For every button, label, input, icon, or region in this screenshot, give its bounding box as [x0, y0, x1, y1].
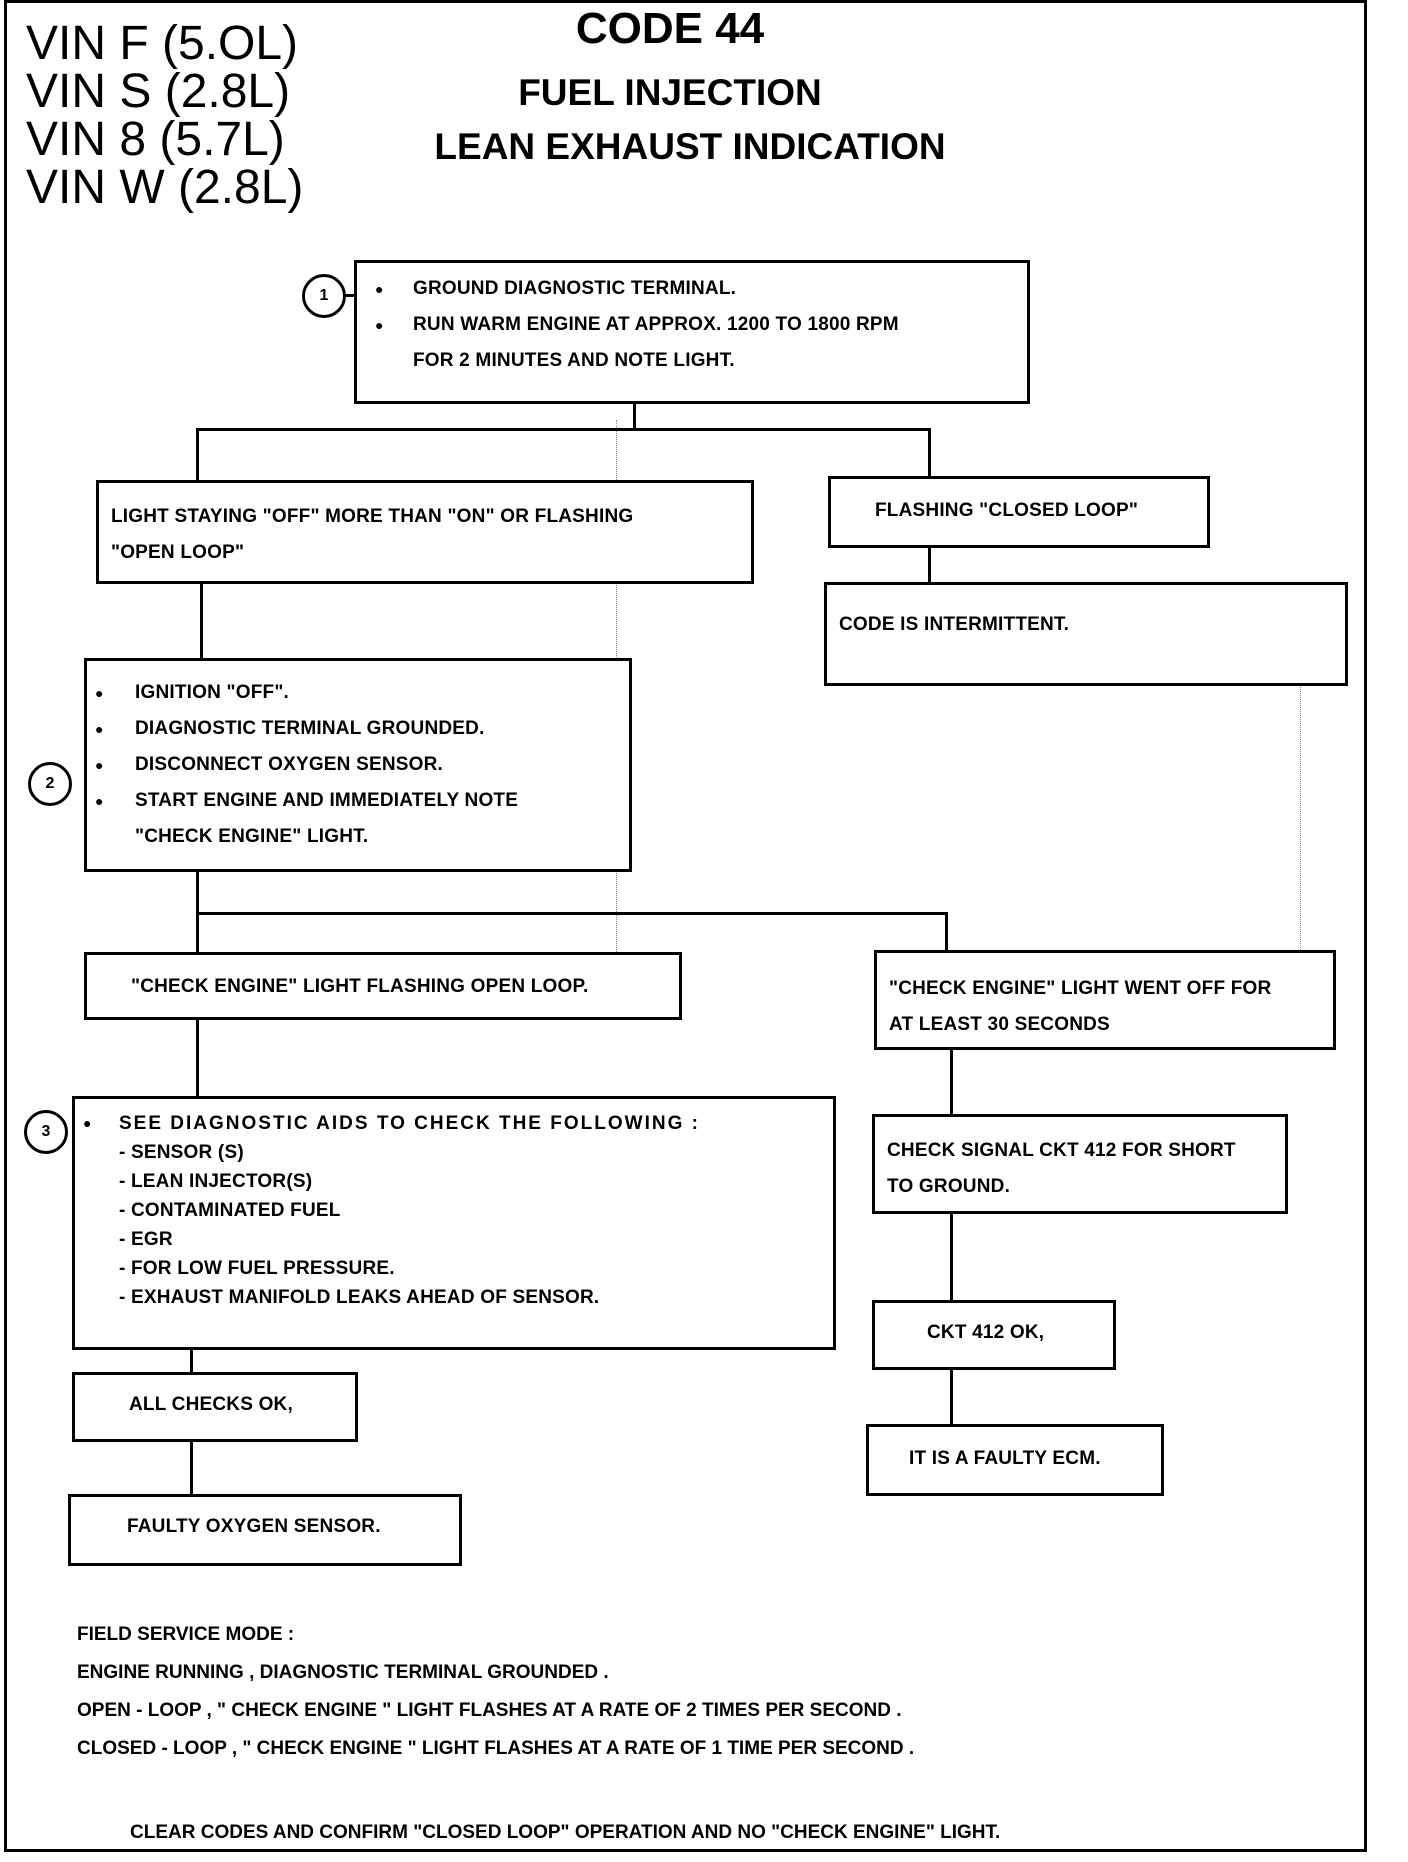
step-3-bullet: SEE DIAGNOSTIC AIDS TO CHECK THE FOLLOWI…: [75, 1109, 823, 1138]
code-intermittent-box: CODE IS INTERMITTENT.: [824, 582, 1348, 686]
field-service-line: CLOSED - LOOP , " CHECK ENGINE " LIGHT F…: [77, 1738, 915, 1759]
check-ckt-line: TO GROUND.: [887, 1176, 1011, 1197]
step-marker-1: 1: [302, 274, 346, 318]
step-3-item: - EXHAUST MANIFOLD LEAKS AHEAD OF SENSOR…: [119, 1287, 600, 1308]
faulty-oxygen-sensor-text: FAULTY OXYGEN SENSOR.: [127, 1516, 381, 1537]
connector-line: [945, 912, 948, 952]
all-checks-ok-text: ALL CHECKS OK,: [129, 1394, 293, 1415]
faulty-ecm-box: IT IS A FAULTY ECM.: [866, 1424, 1164, 1496]
connector-line: [200, 582, 203, 660]
step-marker-3: 3: [24, 1110, 68, 1154]
step-2-continuation: "CHECK ENGINE" LIGHT.: [135, 826, 369, 847]
vin-item: VIN F (5.OL): [26, 17, 299, 70]
connector-line: [950, 1212, 953, 1302]
step-3-item: - LEAN INJECTOR(S): [119, 1171, 313, 1192]
step-2-bullet: DISCONNECT OXYGEN SENSOR.: [87, 747, 619, 783]
ckt-ok-text: CKT 412 OK,: [927, 1322, 1045, 1343]
connector-line: [633, 402, 636, 430]
vin-item: VIN 8 (5.7L): [26, 113, 285, 166]
flashing-closed-loop-box: FLASHING "CLOSED LOOP": [828, 476, 1210, 548]
open-loop-flashing-text: "CHECK ENGINE" LIGHT FLASHING OPEN LOOP.: [131, 976, 589, 997]
light-went-off-line: "CHECK ENGINE" LIGHT WENT OFF FOR: [889, 978, 1272, 999]
all-checks-ok-box: ALL CHECKS OK,: [72, 1372, 358, 1442]
step-1-bullet: GROUND DIAGNOSTIC TERMINAL.: [367, 271, 1017, 307]
step-2-list: IGNITION "OFF". DIAGNOSTIC TERMINAL GROU…: [87, 675, 619, 819]
connector-line: [928, 546, 931, 584]
vin-item: VIN W (2.8L): [26, 161, 304, 214]
system-title: FUEL INJECTION: [518, 72, 822, 113]
faulty-oxygen-sensor-box: FAULTY OXYGEN SENSOR.: [68, 1494, 462, 1566]
step-2-bullet: IGNITION "OFF".: [87, 675, 619, 711]
faulty-ecm-text: IT IS A FAULTY ECM.: [909, 1448, 1101, 1469]
check-ckt-box: CHECK SIGNAL CKT 412 FOR SHORT TO GROUND…: [872, 1114, 1288, 1214]
connector-line: [196, 1018, 199, 1098]
step-2-bullet: DIAGNOSTIC TERMINAL GROUNDED.: [87, 711, 619, 747]
code-title: CODE 44: [575, 4, 765, 53]
connector-line: [196, 912, 948, 915]
connector-line: [950, 1367, 953, 1427]
light-staying-off-line: LIGHT STAYING "OFF" MORE THAN "ON" OR FL…: [111, 506, 634, 527]
step-marker-2: 2: [28, 762, 72, 806]
vin-item: VIN S (2.8L): [26, 65, 291, 118]
connector-line: [196, 428, 199, 482]
step-1-box: GROUND DIAGNOSTIC TERMINAL. RUN WARM ENG…: [354, 260, 1030, 404]
light-went-off-line: AT LEAST 30 SECONDS: [889, 1014, 1110, 1035]
connector-line: [928, 428, 931, 478]
step-3-list: SEE DIAGNOSTIC AIDS TO CHECK THE FOLLOWI…: [75, 1109, 823, 1138]
step-1-continuation: FOR 2 MINUTES AND NOTE LIGHT.: [413, 350, 735, 371]
step-1-list: GROUND DIAGNOSTIC TERMINAL. RUN WARM ENG…: [367, 271, 1017, 343]
connector-line: [950, 1048, 953, 1114]
step-3-item: - SENSOR (S): [119, 1142, 244, 1163]
step-2-box: IGNITION "OFF". DIAGNOSTIC TERMINAL GROU…: [84, 658, 632, 872]
marker-connector: [343, 294, 357, 297]
light-went-off-box: "CHECK ENGINE" LIGHT WENT OFF FOR AT LEA…: [874, 950, 1336, 1050]
step-1-bullet: RUN WARM ENGINE AT APPROX. 1200 TO 1800 …: [367, 307, 1017, 343]
step-3-item: - FOR LOW FUEL PRESSURE.: [119, 1258, 395, 1279]
footer-instruction: CLEAR CODES AND CONFIRM "CLOSED LOOP" OP…: [130, 1822, 1001, 1843]
field-service-line: OPEN - LOOP , " CHECK ENGINE " LIGHT FLA…: [77, 1700, 902, 1721]
scan-guide-line: [1300, 590, 1301, 1010]
flashing-closed-loop-text: FLASHING "CLOSED LOOP": [875, 500, 1139, 521]
step-2-bullet: START ENGINE AND IMMEDIATELY NOTE: [87, 783, 619, 819]
connector-line: [190, 1440, 193, 1496]
code-intermittent-text: CODE IS INTERMITTENT.: [839, 614, 1070, 635]
check-ckt-line: CHECK SIGNAL CKT 412 FOR SHORT: [887, 1140, 1236, 1161]
step-3-item: - EGR: [119, 1229, 173, 1250]
light-staying-off-box: LIGHT STAYING "OFF" MORE THAN "ON" OR FL…: [96, 480, 754, 584]
condition-title: LEAN EXHAUST INDICATION: [434, 126, 946, 167]
ckt-ok-box: CKT 412 OK,: [872, 1300, 1116, 1370]
open-loop-flashing-box: "CHECK ENGINE" LIGHT FLASHING OPEN LOOP.: [84, 952, 682, 1020]
step-3-box: SEE DIAGNOSTIC AIDS TO CHECK THE FOLLOWI…: [72, 1096, 836, 1350]
field-service-heading: FIELD SERVICE MODE :: [77, 1624, 295, 1645]
field-service-line: ENGINE RUNNING , DIAGNOSTIC TERMINAL GRO…: [77, 1662, 609, 1683]
connector-line: [190, 1348, 193, 1374]
page-border: [4, 0, 1367, 1852]
connector-line: [196, 428, 931, 431]
light-staying-off-line: "OPEN LOOP": [111, 542, 245, 563]
step-3-item: - CONTAMINATED FUEL: [119, 1200, 341, 1221]
